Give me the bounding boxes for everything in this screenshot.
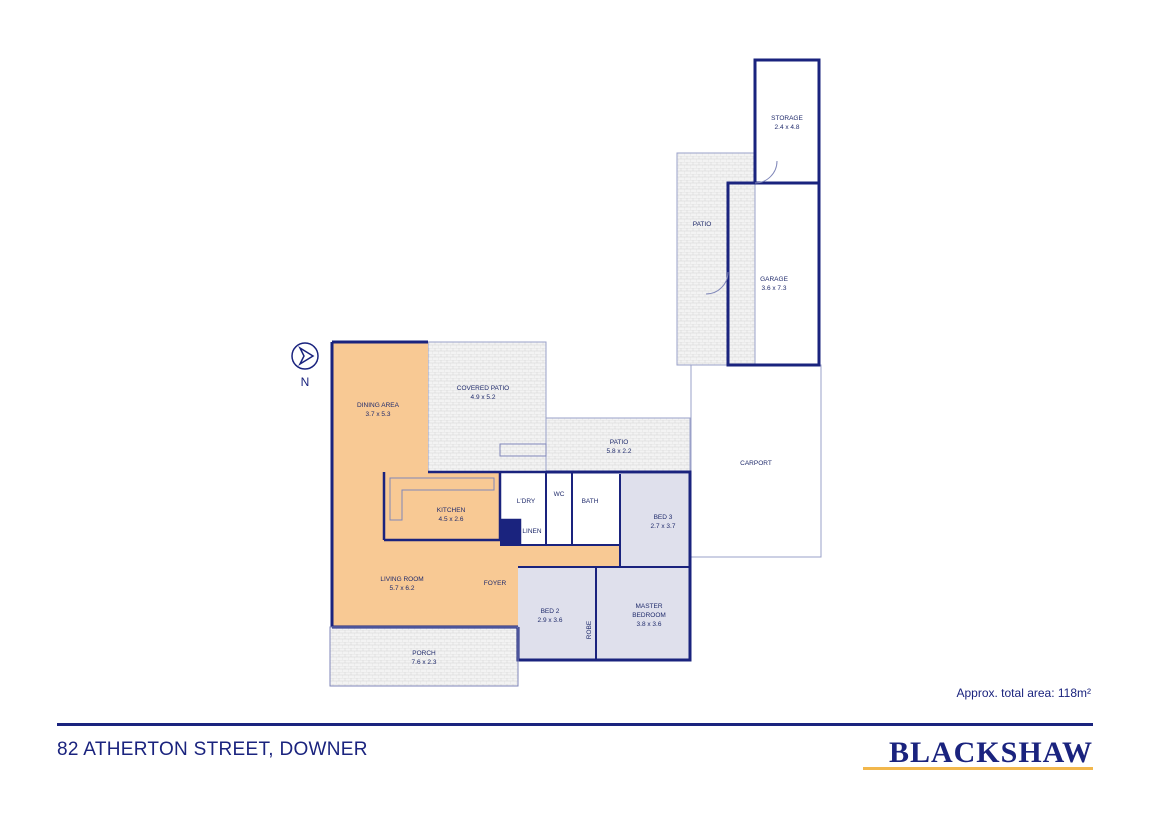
covered-patio-label: COVERED PATIO (457, 385, 510, 392)
bed3-label: BED 3 (654, 514, 673, 521)
patio-mid-area (545, 417, 691, 473)
living-label: LIVING ROOM (380, 576, 423, 583)
property-address: 82 ATHERTON STREET, DOWNER (57, 739, 368, 760)
patio-top-area (676, 152, 756, 366)
bed2-area (518, 567, 596, 660)
laundry-label: L'DRY (517, 498, 536, 505)
foyer-label: FOYER (484, 580, 507, 587)
north-arrow-icon (291, 342, 319, 370)
bath-label: BATH (582, 498, 599, 505)
total-area: Approx. total area: 118m² (956, 686, 1091, 700)
patio-mid-size: 5.8 x 2.2 (607, 448, 632, 455)
bed2-label: BED 2 (541, 608, 560, 615)
porch-label: PORCH (412, 650, 436, 657)
garage-label: GARAGE (760, 276, 788, 283)
bed3-size: 2.7 x 3.7 (651, 523, 676, 530)
garage-size: 3.6 x 7.3 (762, 285, 787, 292)
master-size: 3.8 x 3.6 (637, 621, 662, 628)
master-label-line2: BEDROOM (632, 612, 666, 619)
bed3-area (620, 474, 690, 567)
storage-label: STORAGE (771, 115, 803, 122)
bed2-size: 2.9 x 3.6 (538, 617, 563, 624)
dining-size: 3.7 x 5.3 (366, 411, 391, 418)
living-size: 5.7 x 6.2 (390, 585, 415, 592)
linen-label: LINEN (522, 528, 541, 535)
porch-area (329, 626, 519, 687)
porch-size: 7.6 x 2.3 (412, 659, 437, 666)
patio-top-label: PATIO (693, 221, 712, 228)
brand-accent-bar (863, 767, 1093, 770)
kitchen-label: KITCHEN (437, 507, 466, 514)
master-label-line1: MASTER (635, 603, 662, 610)
kitchen-area (384, 472, 500, 540)
dining-label: DINING AREA (357, 402, 400, 409)
linen-block (500, 520, 520, 545)
compass-label: N (301, 375, 310, 389)
kitchen-size: 4.5 x 2.6 (439, 516, 464, 523)
covered-patio-size: 4.9 x 5.2 (471, 394, 496, 401)
carport-label: CARPORT (740, 460, 772, 467)
covered-patio-area (427, 341, 547, 473)
storage-size: 2.4 x 4.8 (775, 124, 800, 131)
carport-area (690, 364, 822, 558)
wc-label: WC (554, 491, 565, 498)
footer-rule (57, 723, 1093, 726)
robe-label: ROBE (586, 620, 593, 639)
patio-mid-label: PATIO (610, 439, 629, 446)
master-area (596, 567, 690, 660)
brand-logo: BLACKSHAW (888, 736, 1093, 769)
